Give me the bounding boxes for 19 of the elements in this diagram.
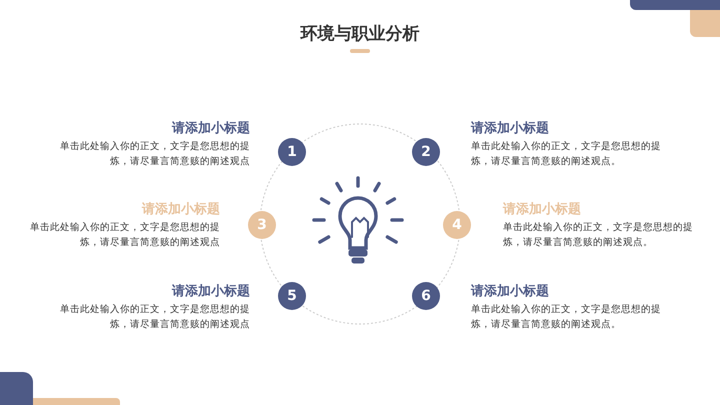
subheading: 请添加小标题: [471, 120, 549, 137]
number-circle: 1: [278, 138, 306, 166]
subheading: 请添加小标题: [172, 283, 250, 300]
number-circle: 6: [412, 282, 440, 310]
body-text: 单击此处输入你的正文，文字是您思想的提炼，请尽量言简意赅的阐述观点。: [471, 140, 662, 169]
number-circle: 4: [443, 211, 471, 239]
body-text: 单击此处输入你的正文，文字是您思想的提炼，请尽量言简意赅的阐述观点: [59, 303, 250, 332]
body-text: 单击此处输入你的正文，文字是您思想的提炼，请尽量言简意赅的阐述观点。: [471, 303, 662, 332]
subheading: 请添加小标题: [172, 120, 250, 137]
title: 环境与职业分析: [299, 23, 420, 45]
number-circle: 3: [248, 211, 276, 239]
subheading: 请添加小标题: [142, 201, 220, 218]
body-text: 单击此处输入你的正文，文字是您思想的提炼，请尽量言简意赅的阐述观点: [29, 221, 220, 250]
number-circle: 5: [278, 282, 306, 310]
body-text: 单击此处输入你的正文，文字是您思想的提炼，请尽量言简意赅的阐述观点。: [503, 221, 694, 250]
subheading: 请添加小标题: [503, 201, 581, 218]
subheading: 请添加小标题: [471, 283, 549, 300]
number-circle: 2: [412, 138, 440, 166]
body-text: 单击此处输入你的正文，文字是您思想的提炼，请尽量言简意赅的阐述观点: [59, 140, 250, 169]
